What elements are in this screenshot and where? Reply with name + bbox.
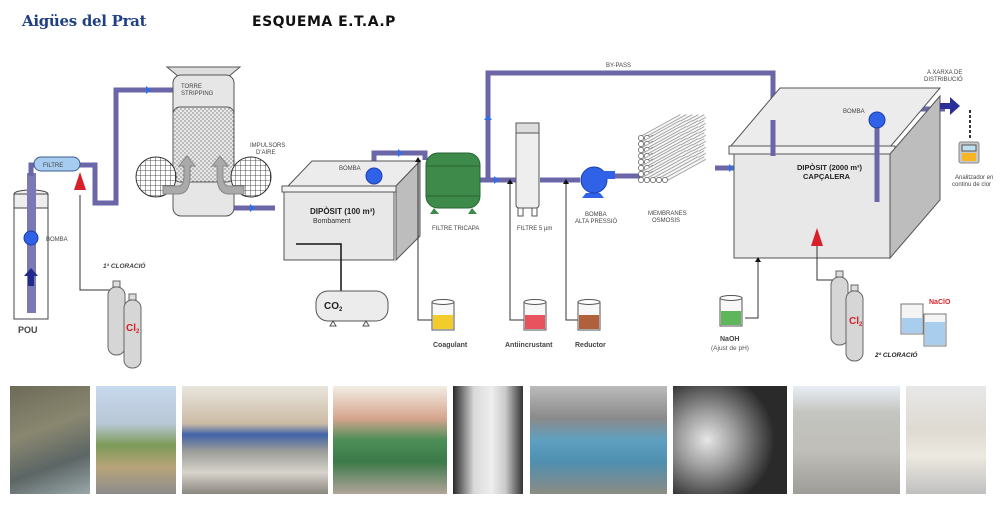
cartridge-filter-photo xyxy=(453,386,523,494)
trilayer-label: FILTRE TRICAPA xyxy=(432,226,479,232)
antiincrustant-label: Antiincrustant xyxy=(505,342,553,349)
reductor-beaker-icon xyxy=(577,299,601,331)
chlorine-cylinder-back xyxy=(107,286,126,356)
antiincrustant-beaker-icon xyxy=(523,299,547,331)
coagulant-beaker-icon xyxy=(431,299,455,331)
dosing-arrowheads xyxy=(415,157,761,262)
naoh-beaker-icon xyxy=(719,295,743,327)
hp-pump-label-2: ALTA PRESSIÓ xyxy=(575,218,617,225)
well-label: POU xyxy=(18,325,38,335)
company-logo: Aigües del Prat xyxy=(22,12,147,30)
co2-label: CO2 xyxy=(324,301,343,313)
cl2-label: Cl2 xyxy=(126,323,140,335)
second-chlorination: Cl2 2ª CLORACIÓ xyxy=(830,270,918,362)
flow-markers xyxy=(146,86,777,212)
chlorine-cylinder-front xyxy=(123,299,142,369)
naclo-label: NaClO xyxy=(929,299,951,306)
naclo-tanks: NaClO xyxy=(900,299,951,347)
trilayer-filter: FILTRE TRICAPA xyxy=(425,152,481,232)
osmosis-membranes-photo xyxy=(673,386,787,494)
micro-filter-label: FILTRE 5 µm xyxy=(517,226,552,232)
head-tank-pump-label: BOMBA xyxy=(843,109,865,115)
dosing-lines xyxy=(417,160,835,321)
air-flow-arrow-left-icon xyxy=(162,155,197,195)
distribution-arrow-icon xyxy=(940,97,960,115)
coagulant-label: Coagulant xyxy=(433,342,468,349)
chlorine-injection-arrow-icon xyxy=(74,172,86,190)
up-flow-arrow-icon xyxy=(24,268,38,286)
naclo-dosing-photo xyxy=(906,386,986,494)
analyzer-label-2: continu de clor xyxy=(952,182,991,188)
chlorine-analyzer-icon xyxy=(958,141,980,164)
well-pump-label: BOMBA xyxy=(46,237,68,243)
tank-label-2: Bombament xyxy=(313,218,351,225)
well-pump-icon xyxy=(23,230,39,246)
process-diagram: BOMBA POU FILTRE 1ª CLORACIÓ xyxy=(13,63,993,369)
tower-label-1: TORRE xyxy=(181,84,202,90)
stripping-tower: TORRE STRIPPING IMPULSORS D'AIRE xyxy=(135,66,285,217)
well-pipe-photo xyxy=(10,386,90,494)
cl2-label-2: Cl2 xyxy=(849,316,863,328)
second-chlorination-arrow-icon xyxy=(811,228,823,246)
hp-pump-label-1: BOMBA xyxy=(585,212,607,218)
membranes-label-1: MEMBRANES xyxy=(648,211,687,217)
head-tank-photo xyxy=(793,386,900,494)
page-title: ESQUEMA E.T.A.P xyxy=(252,14,396,30)
tank-pump-label: BOMBA xyxy=(339,166,361,172)
tank-pump-icon xyxy=(365,167,383,185)
chemical-beakers xyxy=(431,295,743,331)
tower-label-2: STRIPPING xyxy=(181,91,214,97)
second-chlorination-label: 2ª CLORACIÓ xyxy=(874,350,918,359)
micro-filter: FILTRE 5 µm xyxy=(515,122,552,232)
head-tank: BOMBA DIPÒSIT (2000 m³) CAPÇALERA xyxy=(728,87,942,260)
trilayer-filters-photo xyxy=(333,386,447,494)
membranes-label-2: OSMOSIS xyxy=(652,218,680,224)
air-flow-arrow-right-icon xyxy=(210,155,245,195)
photo-strip xyxy=(0,386,1000,500)
pumping-tank-photo xyxy=(182,386,328,494)
pumping-tank: BOMBA DIPÒSIT (100 m³) Bombament xyxy=(281,159,422,262)
analyzer-label-1: Analitzador en xyxy=(955,175,993,181)
filter: FILTRE xyxy=(33,156,81,172)
tank-label-1: DIPÒSIT (100 m³) xyxy=(310,207,375,216)
co2-tank: CO2 xyxy=(296,243,389,327)
naoh-label: NaOH xyxy=(720,336,739,343)
filter-label: FILTRE xyxy=(43,163,63,169)
first-chlorination: 1ª CLORACIÓ Cl2 xyxy=(74,172,146,369)
reductor-label: Reductor xyxy=(575,342,606,349)
first-chlorination-label: 1ª CLORACIÓ xyxy=(103,261,146,270)
well: BOMBA POU xyxy=(13,173,68,335)
osmosis-membranes xyxy=(638,114,706,183)
bypass-label: BY-PASS xyxy=(606,63,631,69)
distribution-label-2: DISTRIBUCIÓ xyxy=(924,76,963,83)
blowers-label-1: IMPULSORS xyxy=(250,143,285,149)
naoh-sublabel: (Ajust de pH) xyxy=(711,345,749,352)
distribution-label-1: A XARXA DE xyxy=(927,70,962,76)
high-pressure-pump: BOMBA ALTA PRESSIÓ xyxy=(575,166,617,225)
head-tank-pump-icon xyxy=(868,111,886,129)
blowers-label-2: D'AIRE xyxy=(256,150,275,156)
head-tank-label-1: DIPÒSIT (2000 m³) xyxy=(797,163,863,172)
stripping-tower-photo xyxy=(96,386,176,494)
head-tank-label-2: CAPÇALERA xyxy=(803,172,851,181)
high-pressure-pump-photo xyxy=(530,386,667,494)
